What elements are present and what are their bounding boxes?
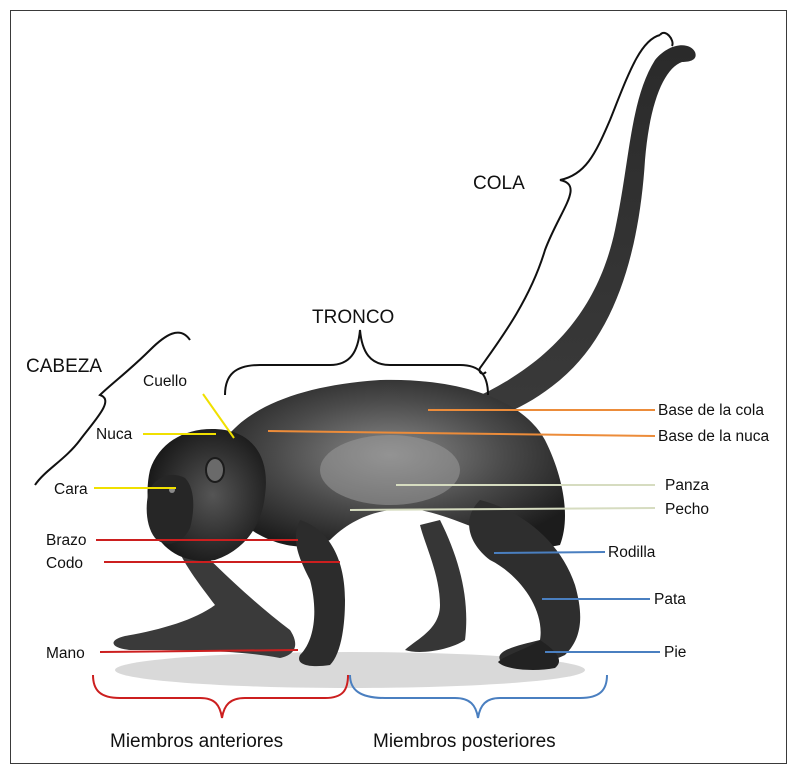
monkey-face [147, 475, 194, 544]
pata-label: Pata [654, 591, 686, 608]
mano-label: Mano [46, 645, 85, 662]
monkey-ear [206, 458, 224, 482]
nuca-label: Nuca [96, 426, 133, 443]
rodilla-leader [494, 552, 605, 553]
pie-label: Pie [664, 644, 686, 661]
cola-label: COLA [473, 173, 525, 194]
monkey-rear-leg-2 [405, 520, 466, 652]
monkey-belly-fur [320, 435, 460, 505]
monkey-front-leg [296, 520, 345, 666]
rodilla-label: Rodilla [608, 544, 656, 561]
cuello-label: Cuello [143, 373, 187, 390]
codo-label: Codo [46, 555, 83, 572]
panza-label: Panza [665, 477, 709, 494]
pecho-label: Pecho [665, 501, 709, 518]
brazo-label: Brazo [46, 532, 87, 549]
miembros-posteriores-label: Miembros posteriores [373, 731, 556, 752]
monkey-illustration [114, 45, 696, 688]
monkey-tail [470, 45, 696, 420]
tronco-label: TRONCO [312, 307, 394, 328]
base-cola-label: Base de la cola [658, 402, 764, 419]
cabeza-label: CABEZA [26, 356, 102, 377]
base-nuca-label: Base de la nuca [658, 428, 770, 445]
miembros-anteriores-label: Miembros anteriores [110, 731, 283, 752]
cara-label: Cara [54, 481, 88, 498]
